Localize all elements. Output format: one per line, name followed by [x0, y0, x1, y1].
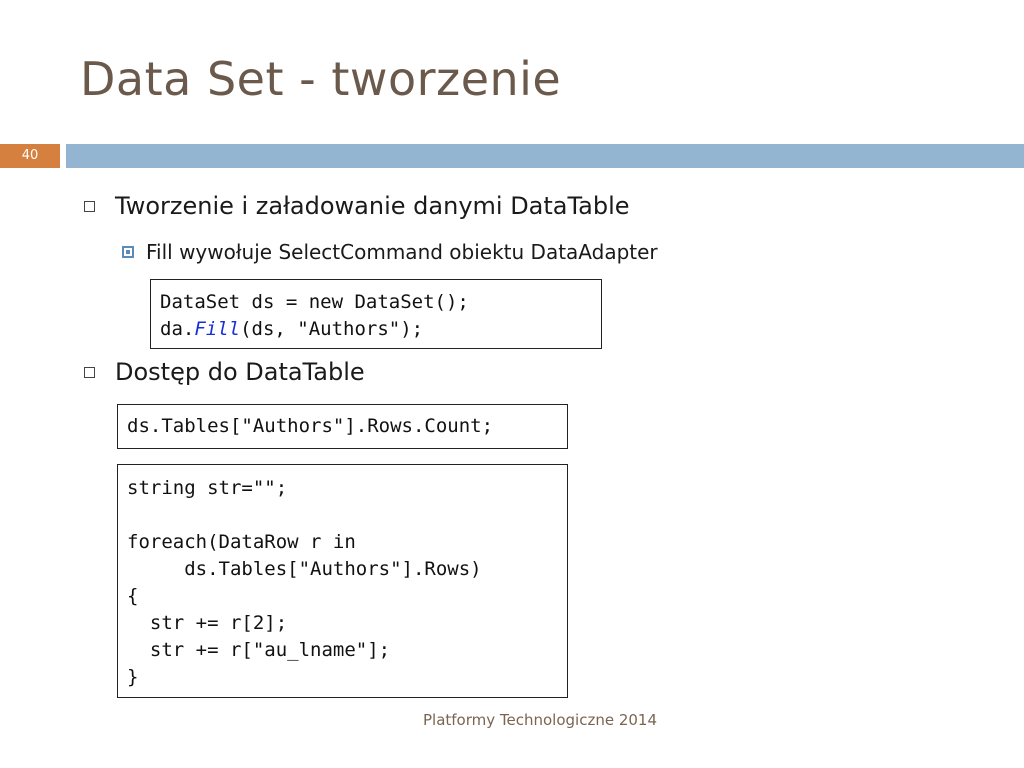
bullet-text: Dostęp do DataTable	[115, 358, 365, 386]
code-block-fill: DataSet ds = new DataSet(); da.Fill(ds, …	[150, 279, 602, 349]
code-line: ds.Tables["Authors"].Rows.Count;	[127, 415, 494, 437]
slide-title: Data Set - tworzenie	[80, 52, 562, 106]
code-line: string str="";	[127, 477, 288, 499]
code-method-fill: Fill	[194, 318, 241, 340]
code-line: DataSet ds = new DataSet();	[160, 291, 469, 313]
code-line: foreach(DataRow r in	[127, 531, 356, 553]
code-line	[127, 502, 558, 529]
sub-bullet-fill: Fill wywołuje SelectCommand obiektu Data…	[122, 240, 658, 264]
code-line: str += r[2];	[127, 612, 288, 634]
bullet-text: Tworzenie i załadowanie danymi DataTable	[115, 192, 630, 220]
bullet-datatable-access: Dostęp do DataTable	[84, 358, 365, 386]
header-bar	[66, 144, 1024, 168]
code-block-foreach: string str=""; foreach(DataRow r in ds.T…	[117, 464, 568, 698]
square-bullet-icon	[84, 366, 95, 378]
bullet-creating-datatable: Tworzenie i załadowanie danymi DataTable	[84, 192, 630, 220]
filled-square-bullet-icon	[122, 246, 134, 258]
code-text: (ds, "Authors");	[240, 318, 424, 340]
slide-footer: Platformy Technologiczne 2014	[422, 711, 658, 729]
sub-bullet-text: Fill wywołuje SelectCommand obiektu Data…	[146, 240, 658, 264]
code-block-row-count: ds.Tables["Authors"].Rows.Count;	[117, 404, 568, 449]
code-line: str += r["au_lname"];	[127, 639, 391, 661]
code-line: {	[127, 585, 139, 607]
code-text: da.	[160, 318, 195, 340]
code-line: ds.Tables["Authors"].Rows)	[127, 558, 482, 580]
slide-number: 40	[0, 144, 60, 168]
square-bullet-icon	[84, 200, 95, 212]
code-line: }	[127, 666, 139, 688]
code-line: da.Fill(ds, "Authors");	[160, 316, 592, 343]
